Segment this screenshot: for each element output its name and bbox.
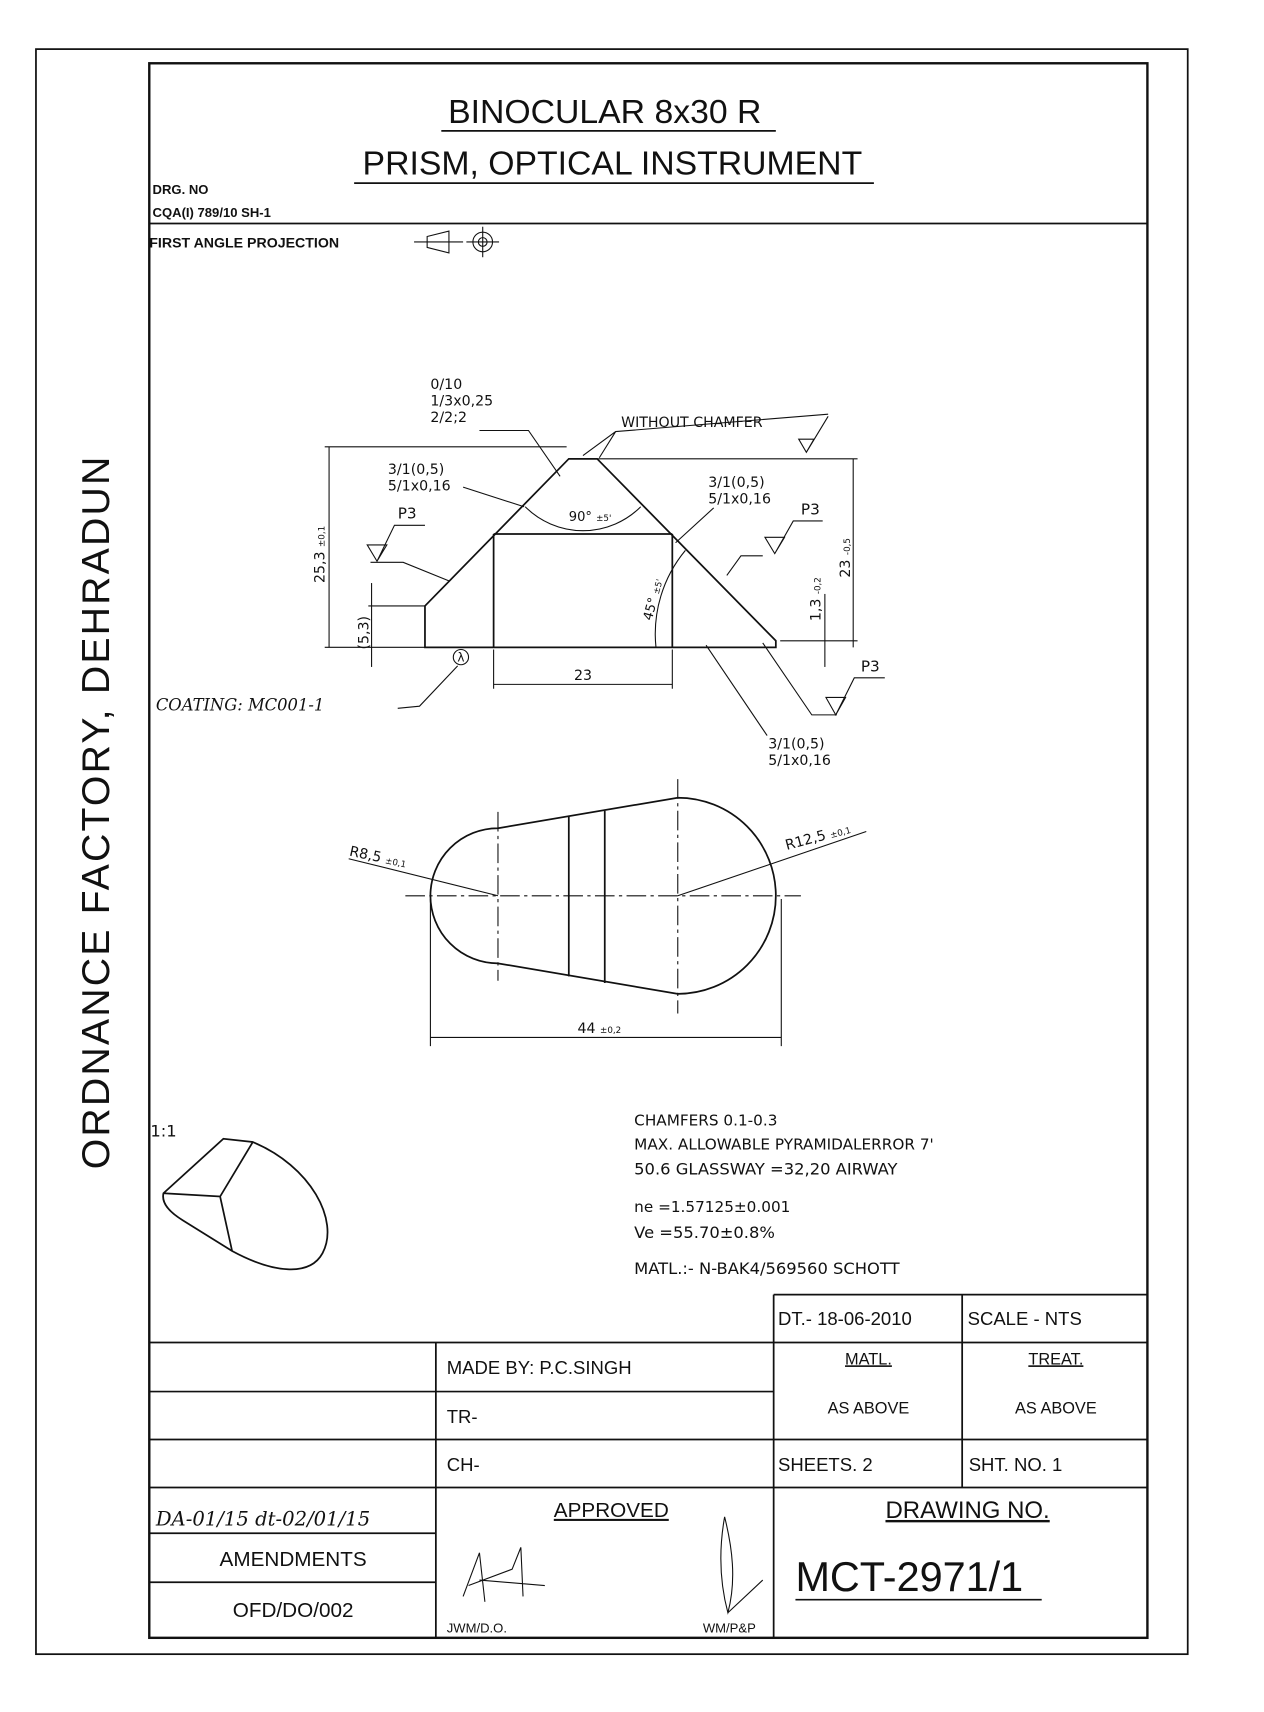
drawing-ref-value: CQA(I) 789/10 SH-1 <box>153 205 271 220</box>
coating-label: COATING: MC001-1 <box>156 696 324 715</box>
dim-right-height: 23 -0,5 <box>838 538 854 578</box>
general-notes: CHAMFERS 0.1-0.3 MAX. ALLOWABLE PYRAMIDA… <box>634 1112 934 1278</box>
face-note-left-2: 5/1x0,16 <box>388 478 451 494</box>
top-view: R8,5 ±0,1 R12,5 ±0,1 44 ±0,2 <box>348 779 867 1047</box>
note-material: MATL.:- N-BAK4/569560 SCHOTT <box>634 1259 900 1278</box>
note-glassway: 50.6 GLASSWAY =32,20 AIRWAY <box>634 1160 897 1179</box>
face-note-left-1: 3/1(0,5) <box>388 462 444 478</box>
without-chamfer-label: WITHOUT CHAMFER <box>621 415 763 431</box>
amendment-entry: DA-01/15 dt-02/01/15 <box>155 1508 370 1531</box>
note-pyramidal-error: MAX. ALLOWABLE PYRAMIDALERROR 7' <box>634 1136 934 1154</box>
date: DT.- 18-06-2010 <box>778 1308 912 1329</box>
drawing-no-label: DRAWING NO. <box>885 1497 1049 1524</box>
scale: SCALE - NTS <box>968 1308 1082 1329</box>
radius-large: R12,5 ±0,1 <box>784 821 853 854</box>
top-note-3: 2/2;2 <box>430 410 467 426</box>
note-abbe-number: Ve =55.70±0.8% <box>634 1223 775 1242</box>
surface-p3-right: P3 <box>801 500 820 518</box>
drawing-number: MCT-2971/1 <box>795 1554 1023 1600</box>
sheet-number: SHT. NO. 1 <box>969 1454 1063 1475</box>
approved-label: APPROVED <box>554 1499 669 1522</box>
form-number: OFD/DO/002 <box>233 1599 354 1622</box>
face-note-right-1: 3/1(0,5) <box>708 475 764 491</box>
front-view: 25,3 ±0,1 (5,3) 23 -0,5 1,3 -0,2 23 90° … <box>156 377 885 769</box>
signature-left <box>462 1547 545 1602</box>
title-line-1: BINOCULAR 8x30 R <box>448 93 761 131</box>
top-note-2: 1/3x0,25 <box>430 393 493 409</box>
dim-length: 44 ±0,2 <box>578 1021 622 1037</box>
signature-right <box>720 1516 764 1615</box>
surface-p3-left: P3 <box>398 505 417 523</box>
outer-border <box>35 48 1189 1656</box>
dim-base-height: (5,3) <box>356 616 372 650</box>
top-note-1: 0/10 <box>430 377 462 393</box>
sheets: SHEETS. 2 <box>778 1454 873 1475</box>
signer-left: JWM/D.O. <box>447 1620 507 1635</box>
surface-symbol-top <box>797 416 829 454</box>
iso-scale-label: 1:1 <box>150 1122 176 1141</box>
matl-label: MATL. <box>845 1350 892 1368</box>
face-note-bottom-1: 3/1(0,5) <box>768 737 824 753</box>
surface-p3-bottom: P3 <box>861 657 880 675</box>
made-by: MADE BY: P.C.SINGH <box>447 1357 632 1378</box>
checked-by: CH- <box>447 1454 480 1475</box>
angle-side: 45° ±5' <box>641 577 667 622</box>
side-text-company: ORDNANCE FACTORY, DEHRADUN <box>74 454 118 1169</box>
projection-label: FIRST ANGLE PROJECTION <box>149 235 339 251</box>
inner-frame <box>148 62 1149 1640</box>
face-note-right-2: 5/1x0,16 <box>708 491 771 507</box>
face-note-bottom-2: 5/1x0,16 <box>768 753 831 769</box>
treat-value: AS ABOVE <box>1015 1399 1097 1417</box>
lambda-symbol: λ <box>457 650 464 664</box>
title-line-2: PRISM, OPTICAL INSTRUMENT <box>363 144 863 182</box>
signer-right: WM/P&P <box>703 1620 756 1635</box>
note-chamfers: CHAMFERS 0.1-0.3 <box>634 1112 777 1130</box>
isometric-view <box>162 1137 329 1271</box>
title-block: DT.- 18-06-2010 SCALE - NTS MADE BY: P.C… <box>149 1293 1148 1638</box>
first-angle-projection-icon <box>414 226 500 258</box>
drawing-ref-label: DRG. NO <box>153 182 209 197</box>
angle-top: 90° ±5' <box>569 510 612 525</box>
radius-small: R8,5 ±0,1 <box>348 844 408 872</box>
dim-chamfer: 1,3 -0,2 <box>809 577 825 621</box>
amendments-label: AMENDMENTS <box>220 1548 367 1571</box>
matl-value: AS ABOVE <box>828 1399 910 1417</box>
dim-width: 23 <box>574 668 592 684</box>
treat-label: TREAT. <box>1028 1350 1083 1368</box>
traced-by: TR- <box>447 1406 478 1427</box>
dim-height: 25,3 ±0,1 <box>313 526 329 583</box>
note-refractive-index: ne =1.57125±0.001 <box>634 1198 790 1216</box>
